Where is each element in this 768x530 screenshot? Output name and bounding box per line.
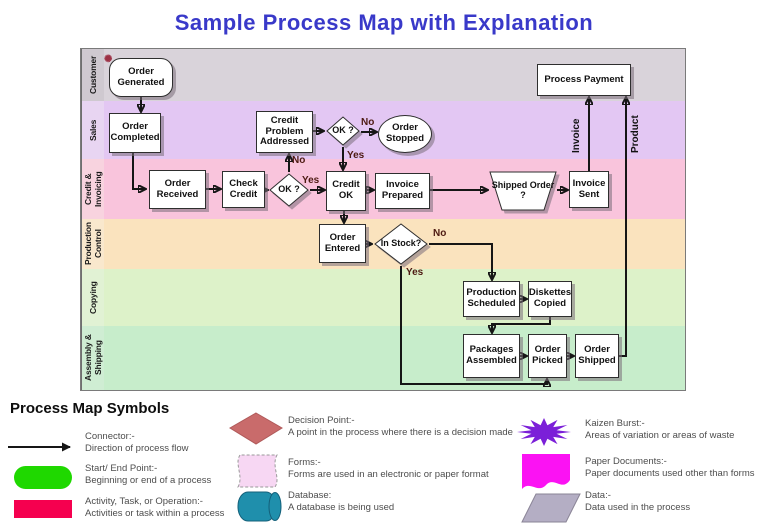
page-title: Sample Process Map with Explanation <box>174 10 594 35</box>
legend-paperdocs-label: Paper Documents:- <box>585 456 667 467</box>
node-production-scheduled: Production Scheduled <box>463 281 520 317</box>
legend-activity-label: Activity, Task, or Operation:- <box>85 496 203 507</box>
legend-decision-label: Decision Point:- <box>288 415 355 426</box>
node-order-stopped: Order Stopped <box>378 115 432 153</box>
node-label: Order Entered <box>324 231 361 254</box>
node-label: Shipped Order ? <box>491 180 555 200</box>
node-order-generated: ✺ Order Generated <box>104 54 173 97</box>
node-order-picked: Order Picked <box>528 334 567 378</box>
node-label: Order Stopped <box>386 122 424 144</box>
node-label: Invoice Sent <box>572 177 606 200</box>
forms-symbol <box>237 454 278 488</box>
branch-label-yes-instock: Yes <box>406 267 424 278</box>
connector-arrow-symbol <box>8 442 71 452</box>
node-label: OK ? <box>332 125 354 136</box>
node-label: Diskettes Copied <box>528 287 572 309</box>
node-credit-problem-addressed: Credit Problem Addressed <box>256 111 313 153</box>
node-order-completed: Order Completed <box>109 113 161 153</box>
node-order-received: Order Received <box>149 170 206 209</box>
branch-label-yes-sales: Yes <box>347 150 365 161</box>
node-label: Credit OK <box>332 179 360 201</box>
node-label: Invoice Prepared <box>381 179 424 201</box>
mini-kaizen-burst-icon: ✺ <box>104 54 113 65</box>
node-in-stock-decision: In Stock? <box>373 222 429 266</box>
legend-database-desc: A database is being used <box>288 502 395 513</box>
branch-label-no-sales: No <box>361 117 375 128</box>
legend-connector-desc: Direction of process flow <box>85 443 189 454</box>
node-label: Order Generated <box>117 65 165 88</box>
activity-symbol <box>14 500 72 518</box>
lane-label-customer: Customer <box>81 49 104 101</box>
legend-title: Process Map Symbols <box>10 400 170 417</box>
lane-label-credit-invoicing: Credit & Invoicing <box>81 159 104 219</box>
legend-kaizen-label: Kaizen Burst:- <box>585 418 645 429</box>
lane-copying: Copying <box>81 269 685 328</box>
node-invoice-sent: Invoice Sent <box>569 171 609 208</box>
legend-data-label: Data:- <box>585 490 611 501</box>
node-check-credit: Check Credit <box>222 171 265 208</box>
kaizen-burst-symbol <box>517 418 571 446</box>
flow-label-product: Product <box>630 115 641 153</box>
legend-startend-desc: Beginning or end of a process <box>85 475 212 486</box>
node-label: Order Completed <box>110 121 160 143</box>
node-label: Packages Assembled <box>466 344 517 366</box>
node-label: In Stock? <box>380 238 422 249</box>
node-label: OK ? <box>278 184 300 195</box>
node-packages-assembled: Packages Assembled <box>463 334 520 378</box>
start-end-symbol <box>14 466 72 489</box>
node-label: Check Credit <box>229 177 258 200</box>
node-label: Order Received <box>156 177 199 200</box>
node-label: Production Scheduled <box>466 287 517 309</box>
legend-decision-desc: A point in the process where there is a … <box>288 427 513 438</box>
node-label: Process Payment <box>544 73 624 85</box>
node-label: Credit Problem Addressed <box>259 115 310 148</box>
node-process-payment: Process Payment <box>537 64 631 96</box>
process-map-diagram: Customer Sales Credit & Invoicing Produc… <box>80 48 686 391</box>
legend-forms-desc: Forms are used in an electronic or paper… <box>288 469 489 480</box>
node-label: Order Shipped <box>578 344 616 366</box>
node-order-shipped: Order Shipped <box>575 334 619 378</box>
flow-label-invoice: Invoice <box>571 118 582 153</box>
lane-label-assembly-shipping: Assembly & Shipping <box>81 326 104 390</box>
lane-label-copying: Copying <box>81 269 104 326</box>
legend-connector-label: Connector:- <box>85 431 135 442</box>
data-symbol <box>521 493 581 523</box>
branch-label-no-instock: No <box>433 228 447 239</box>
lane-label-production-control: Production Control <box>81 219 104 269</box>
paper-documents-symbol <box>522 454 570 489</box>
legend-activity-desc: Activities or task within a process <box>85 508 225 519</box>
node-ok-decision-credit: OK ? <box>268 172 310 208</box>
node-credit-ok: Credit OK <box>326 171 366 211</box>
node-ok-decision-sales: OK ? <box>325 115 361 147</box>
legend-forms-label: Forms:- <box>288 457 321 468</box>
lane-label-sales: Sales <box>81 101 104 159</box>
node-label: Order Picked <box>532 344 563 366</box>
node-shipped-order: Shipped Order ? <box>489 171 557 211</box>
legend-paperdocs-desc: Paper documents used other than forms <box>585 468 755 479</box>
node-invoice-prepared: Invoice Prepared <box>375 173 430 209</box>
node-diskettes-copied: Diskettes Copied <box>528 281 572 317</box>
decision-symbol <box>229 412 283 445</box>
node-order-entered: Order Entered <box>319 224 366 263</box>
branch-label-yes-credit: Yes <box>302 175 320 186</box>
database-symbol <box>237 491 282 522</box>
legend-data-desc: Data used in the process <box>585 502 691 513</box>
legend-kaizen-desc: Areas of variation or areas of waste <box>585 430 735 441</box>
branch-label-no-credit: No <box>292 155 306 166</box>
legend-startend-label: Start/ End Point:- <box>85 463 158 474</box>
legend-database-label: Database: <box>288 490 332 501</box>
lane-body-copying <box>104 269 685 326</box>
